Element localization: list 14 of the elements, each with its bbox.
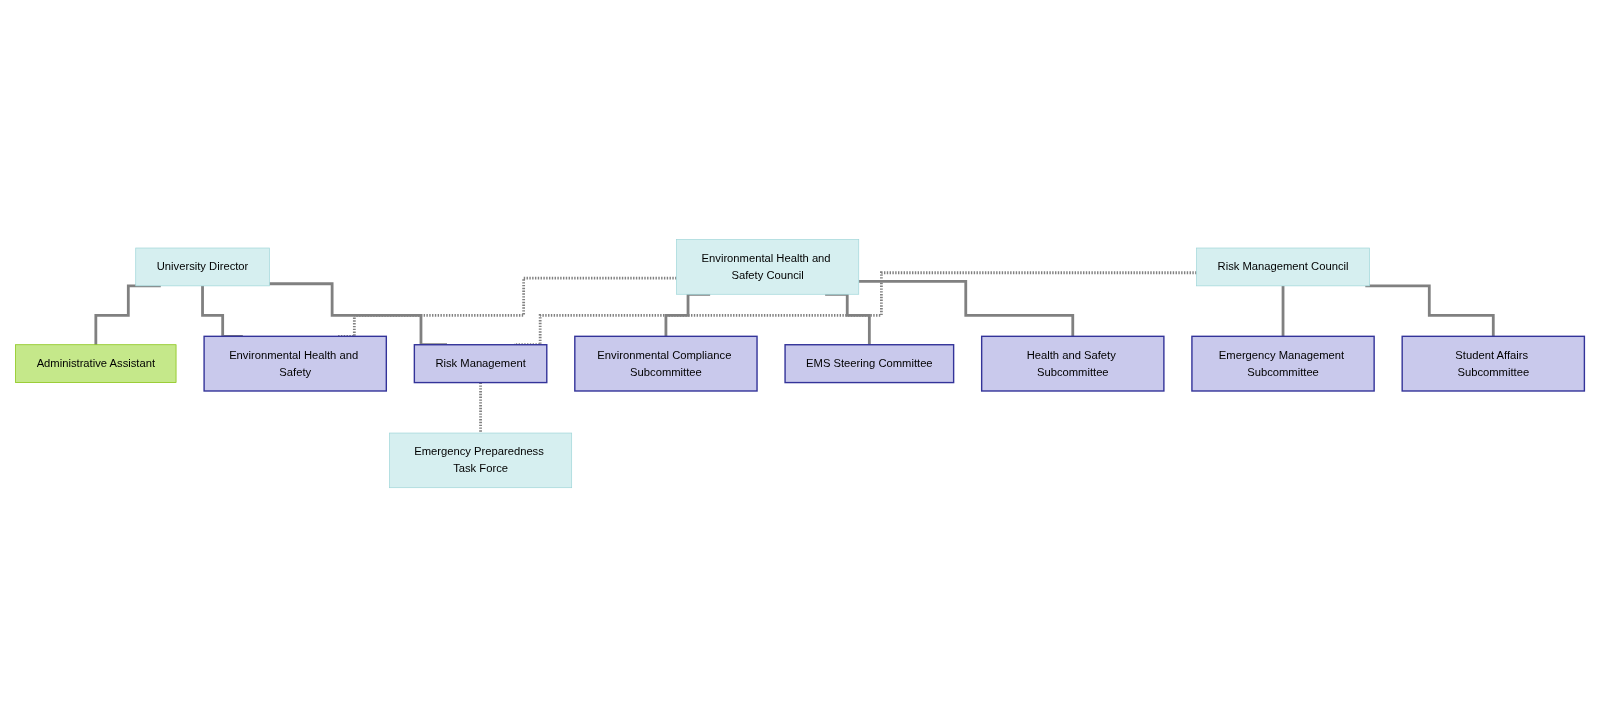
node-box: Environmental Health and Safety Council bbox=[676, 239, 860, 295]
node-box: University Director bbox=[135, 247, 270, 287]
node-box: EMS Steering Committee bbox=[784, 343, 955, 384]
node-box: Administrative Assistant bbox=[15, 344, 177, 383]
node-box: Health and Safety Subcommittee bbox=[980, 335, 1165, 392]
connector bbox=[858, 279, 1075, 338]
node-box: Environmental Health and Safety bbox=[203, 335, 387, 392]
node-box: Student Affairs Subcommittee bbox=[1401, 335, 1586, 392]
node-box: Emergency Management Subcommittee bbox=[1191, 335, 1375, 392]
connector bbox=[1281, 284, 1285, 338]
node-box: Environmental Compliance Subcommittee bbox=[574, 335, 758, 392]
node-box: Risk Management bbox=[413, 343, 548, 384]
node-box: Emergency Preparedness Task Force bbox=[389, 432, 573, 488]
node-box: Risk Management Council bbox=[1196, 247, 1370, 287]
